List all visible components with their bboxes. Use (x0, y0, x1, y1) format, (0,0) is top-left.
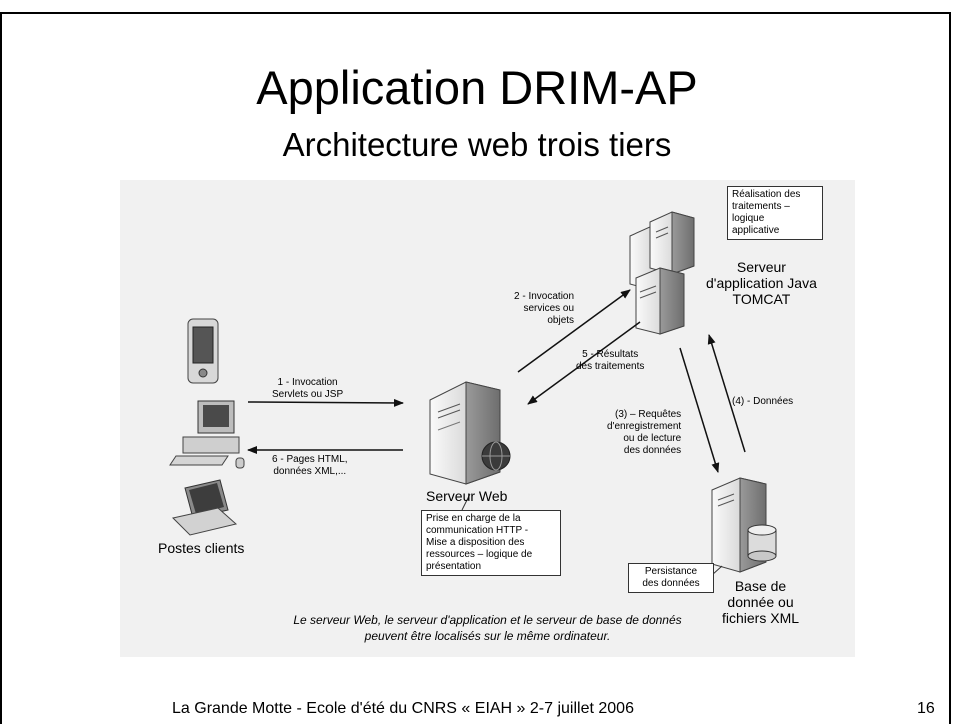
label-web-server: Serveur Web (426, 488, 508, 504)
slide-title: Application DRIM-AP (256, 61, 698, 114)
slide-subtitle: Architecture web trois tiers (282, 126, 672, 163)
slide-frame (0, 12, 951, 724)
pda-icon (187, 318, 219, 384)
desktop-computer-icon (169, 400, 245, 469)
arrow-1-invocation (247, 398, 404, 407)
application-server-icon (629, 211, 695, 335)
diagram-caption: Le serveur Web, le serveur d'application… (293, 613, 682, 643)
web-note-connector (461, 493, 471, 511)
arrow-4-data (707, 334, 746, 453)
arrow-3-requests (679, 347, 720, 473)
arrow-2-invocation-services (517, 289, 631, 373)
label-arrow-4: (4) - Données (732, 396, 794, 407)
globe-icon (481, 441, 511, 471)
slide-footer: La Grande Motte - Ecole d'été du CNRS « … (172, 700, 634, 717)
page-number: 16 (917, 700, 935, 717)
arrow-5-results (527, 321, 641, 405)
database-cylinder-icon (747, 524, 777, 562)
laptop-icon (172, 479, 238, 536)
label-arrow-6: 6 - Pages HTML,données XML,... (272, 454, 348, 477)
label-clients: Postes clients (158, 540, 245, 556)
